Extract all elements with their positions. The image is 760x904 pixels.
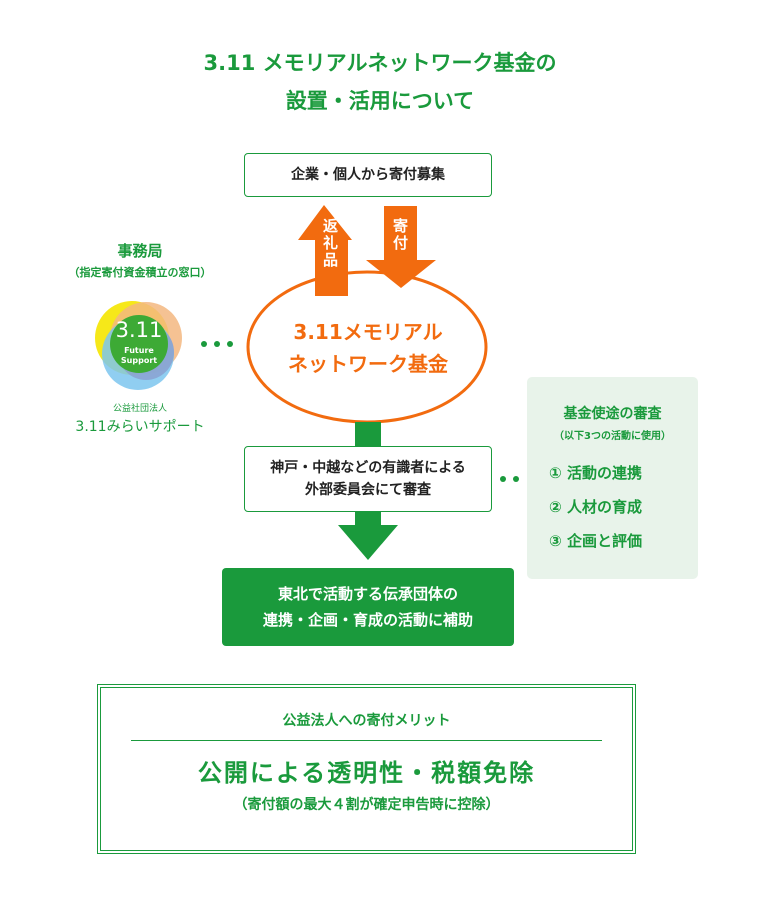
result-line1: 東北で活動する伝承団体の [277, 585, 458, 603]
usage-list: ① 活動の連携 ② 人材の育成 ③ 企画と評価 [527, 456, 698, 558]
org-type: 公益社団法人 [112, 404, 167, 414]
merit-main: 公開による透明性・税額免除 [197, 759, 536, 787]
item-label: 活動の連携 [566, 464, 642, 482]
review-line2: 外部委員会にて審査 [305, 482, 431, 498]
donors-box: 企業・個人から寄付募集 [244, 153, 492, 197]
fund-connector [355, 422, 381, 447]
merit-note: （寄付額の最大４割が確定申告時に控除） [233, 797, 500, 813]
merit-heading: 公益法人への寄付メリット [282, 713, 451, 729]
return-gift-arrow [298, 205, 352, 296]
org-name: 3.11みらいサポート [75, 419, 205, 435]
page-title: 3.11 メモリアルネットワーク基金の 設置・活用について [0, 44, 760, 120]
connector-dot [227, 341, 233, 347]
usage-subtitle: （以下3つの活動に使用） [554, 431, 671, 442]
merit-box: 公益法人への寄付メリット 公開による透明性・税額免除 （寄付額の最大４割が確定申… [97, 684, 636, 854]
item-number: ③ [549, 532, 562, 550]
usage-item: ③ 企画と評価 [549, 524, 698, 558]
result-box: 東北で活動する伝承団体の 連携・企画・育成の活動に補助 [222, 568, 514, 646]
logo-sub: Future Support [100, 346, 178, 366]
donation-arrow [366, 206, 436, 288]
review-box: 神戸・中越などの有識者による 外部委員会にて審査 [244, 446, 492, 512]
fund-line2: ネットワーク基金 [288, 352, 448, 376]
logo-number: 3.11 [115, 318, 163, 342]
usage-title: 基金使途の審査 [563, 406, 662, 422]
connector-dot [214, 341, 220, 347]
item-number: ② [549, 498, 562, 516]
fund-line1: 3.11メモリアル [293, 320, 443, 344]
logo-sub1: Future [124, 346, 154, 355]
item-label: 企画と評価 [566, 532, 642, 550]
connector-dot [513, 476, 519, 482]
connector-dot [500, 476, 506, 482]
secretariat-subtitle: （指定寄付資金積立の窓口） [68, 266, 212, 279]
result-line2: 連携・企画・育成の活動に補助 [262, 611, 473, 629]
donors-label: 企業・個人から寄付募集 [291, 167, 445, 183]
usage-item: ② 人材の育成 [549, 490, 698, 524]
donation-label: 寄付 [391, 218, 409, 252]
logo-sub2: Support [120, 356, 158, 365]
future-support-logo [95, 301, 182, 390]
title-line1: 3.11 メモリアルネットワーク基金の [203, 51, 557, 75]
item-number: ① [549, 464, 562, 482]
return-gift-label: 返礼品 [321, 218, 339, 269]
fund-name: 3.11メモリアル ネットワーク基金 [248, 316, 488, 380]
secretariat-title: 事務局 [117, 242, 163, 260]
down-arrow [338, 512, 398, 560]
usage-panel: 基金使途の審査 （以下3つの活動に使用） ① 活動の連携 ② 人材の育成 ③ 企… [527, 377, 698, 579]
usage-item: ① 活動の連携 [549, 456, 698, 490]
connector-dot [201, 341, 207, 347]
title-line2: 設置・活用について [285, 89, 475, 113]
merit-divider [131, 740, 602, 741]
review-line1: 神戸・中越などの有識者による [270, 460, 466, 476]
item-label: 人材の育成 [566, 498, 642, 516]
